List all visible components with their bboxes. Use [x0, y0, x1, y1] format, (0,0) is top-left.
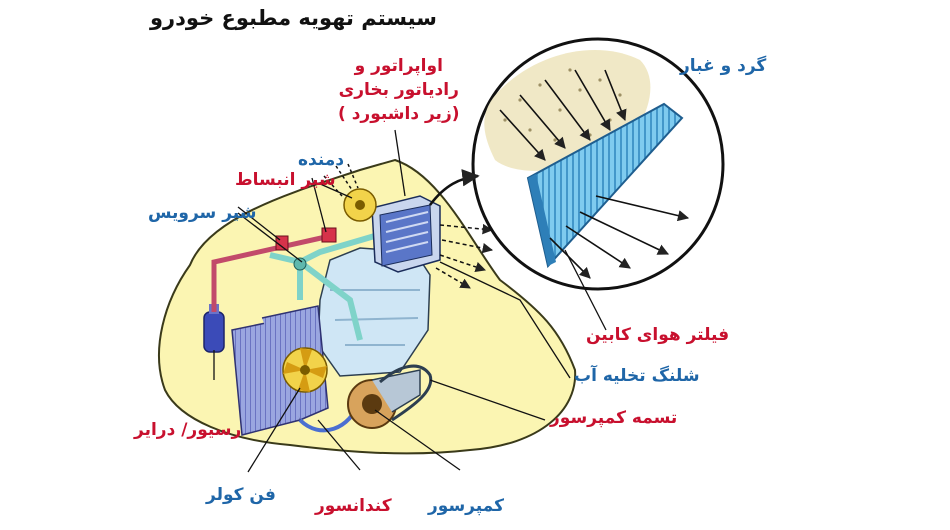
- service-valve-label: شیر سرویس: [148, 203, 257, 223]
- cabin-filter-label: فیلتر هوای کابین: [586, 325, 730, 345]
- incoming-air-arrows: [499, 69, 627, 161]
- cooler-fan-label: فن کولر: [206, 485, 276, 505]
- outflow-arrows: [435, 223, 494, 289]
- filtered-air-arrows: [549, 195, 690, 279]
- dust-label: گرد و غبار: [680, 56, 767, 76]
- leader-lines: [213, 129, 607, 473]
- receiver-dryer-label: رسیور/ درایر: [134, 420, 242, 440]
- blower-air-arrows: [323, 163, 359, 197]
- condenser-label: کندانسور: [315, 496, 392, 516]
- blower: [343, 188, 377, 222]
- filter-magnifier: [471, 37, 725, 291]
- evaporator-label-line3: (زیر داشبورد ): [338, 104, 460, 124]
- evaporator-label-line2: رادیاتور بخاری: [338, 80, 459, 100]
- cooler-fan: [282, 347, 328, 393]
- evaporator-box: [371, 195, 441, 273]
- evaporator-label: اواپراتور و رادیاتور بخاری (زیر داشبورد …: [338, 54, 460, 126]
- blower-label: دمنده: [298, 150, 345, 170]
- drain-hose-label: شلنگ تخلیه آب: [574, 366, 700, 386]
- engine: [317, 247, 431, 377]
- compressor-belt-label: تسمه کمپرسور: [550, 408, 678, 428]
- compressor-belt-shape: [379, 364, 433, 422]
- compressor-label: کمپرسور: [428, 496, 504, 516]
- expansion-valve-shape: [321, 227, 337, 243]
- expansion-valve-label: شیر انبساط: [235, 170, 336, 190]
- evaporator-label-line1: اواپراتور و: [354, 56, 443, 76]
- diagram-title: سیستم تهویه مطبوع خودرو: [150, 6, 437, 30]
- magnify-arrow: [429, 169, 480, 206]
- red-line: [211, 233, 331, 312]
